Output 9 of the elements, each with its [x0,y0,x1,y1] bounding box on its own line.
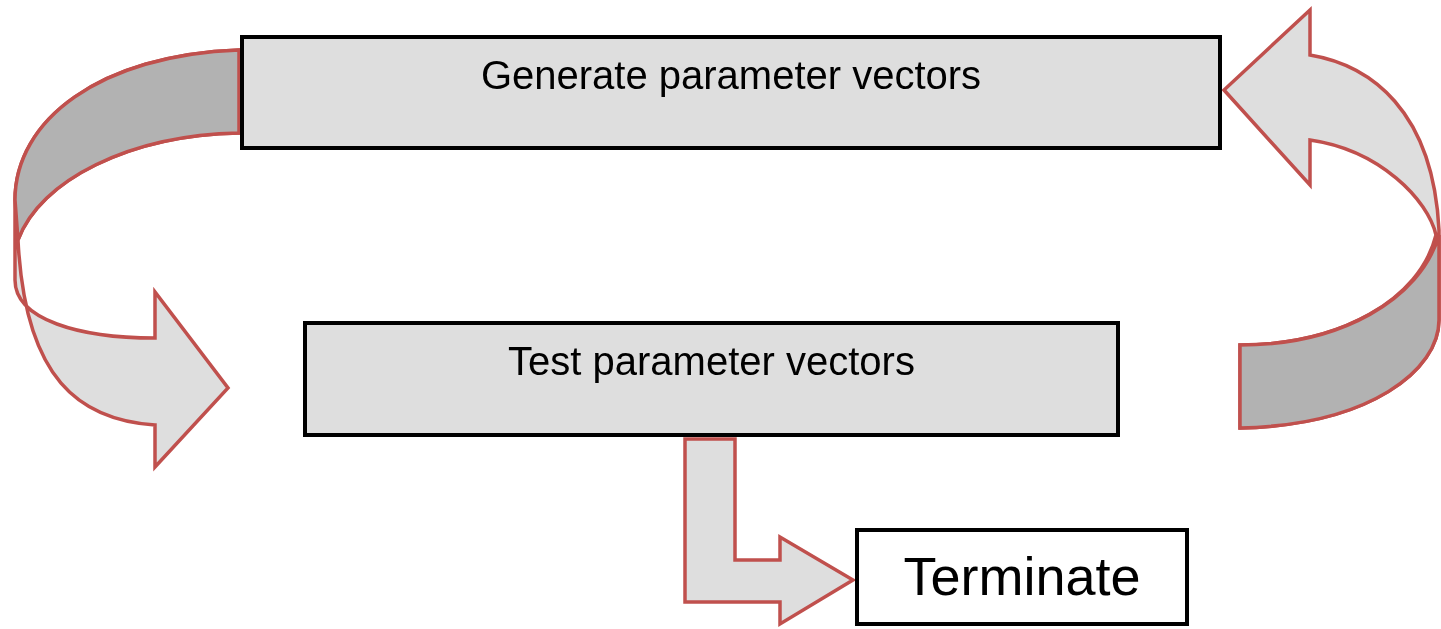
box-label: Generate parameter vectors [480,53,982,97]
box-label: Terminate [903,547,1141,607]
block-arrow [1222,8,1441,430]
process-box [855,528,1189,626]
block-arrow [13,48,241,469]
process-box [240,35,1222,150]
box-label: Test parameter vectors [508,339,915,383]
process-box [303,321,1120,437]
block-arrow [683,437,857,628]
